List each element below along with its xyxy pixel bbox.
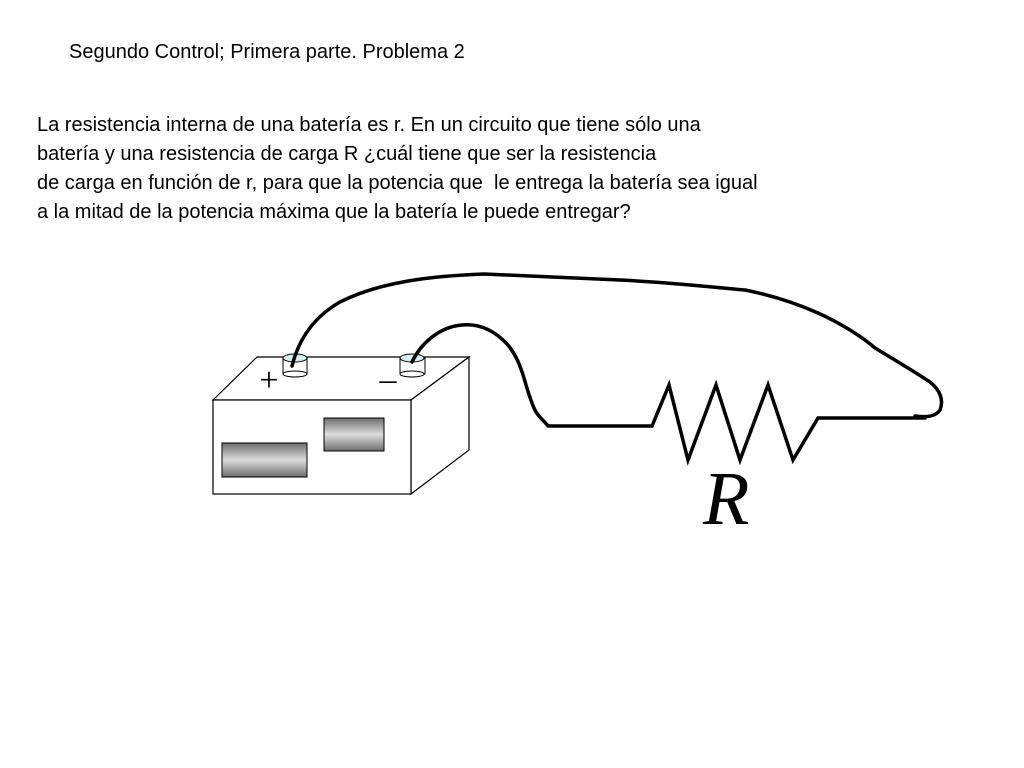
negative-terminal <box>399 353 426 378</box>
battery-window-left <box>221 442 308 478</box>
battery-window-right <box>323 417 385 452</box>
problem-line-1: La resistencia interna de una batería es… <box>37 114 701 136</box>
problem-line-2: batería y una resistencia de carga R ¿cu… <box>37 143 657 165</box>
wire-negative <box>410 323 654 428</box>
resistor-label: R <box>703 457 750 541</box>
negative-terminal-label: – <box>379 361 398 398</box>
resistor-zigzag <box>650 379 927 466</box>
problem-statement: La resistencia interna de una batería es… <box>37 111 997 227</box>
wire-positive <box>290 272 944 419</box>
battery: + – <box>211 353 471 496</box>
slide-title: Segundo Control; Primera parte. Problema… <box>69 41 465 63</box>
problem-line-3: de carga en función de r, para que la po… <box>37 172 758 194</box>
problem-line-4: a la mitad de la potencia máxima que la … <box>37 201 631 223</box>
positive-terminal-label: + <box>259 362 278 399</box>
